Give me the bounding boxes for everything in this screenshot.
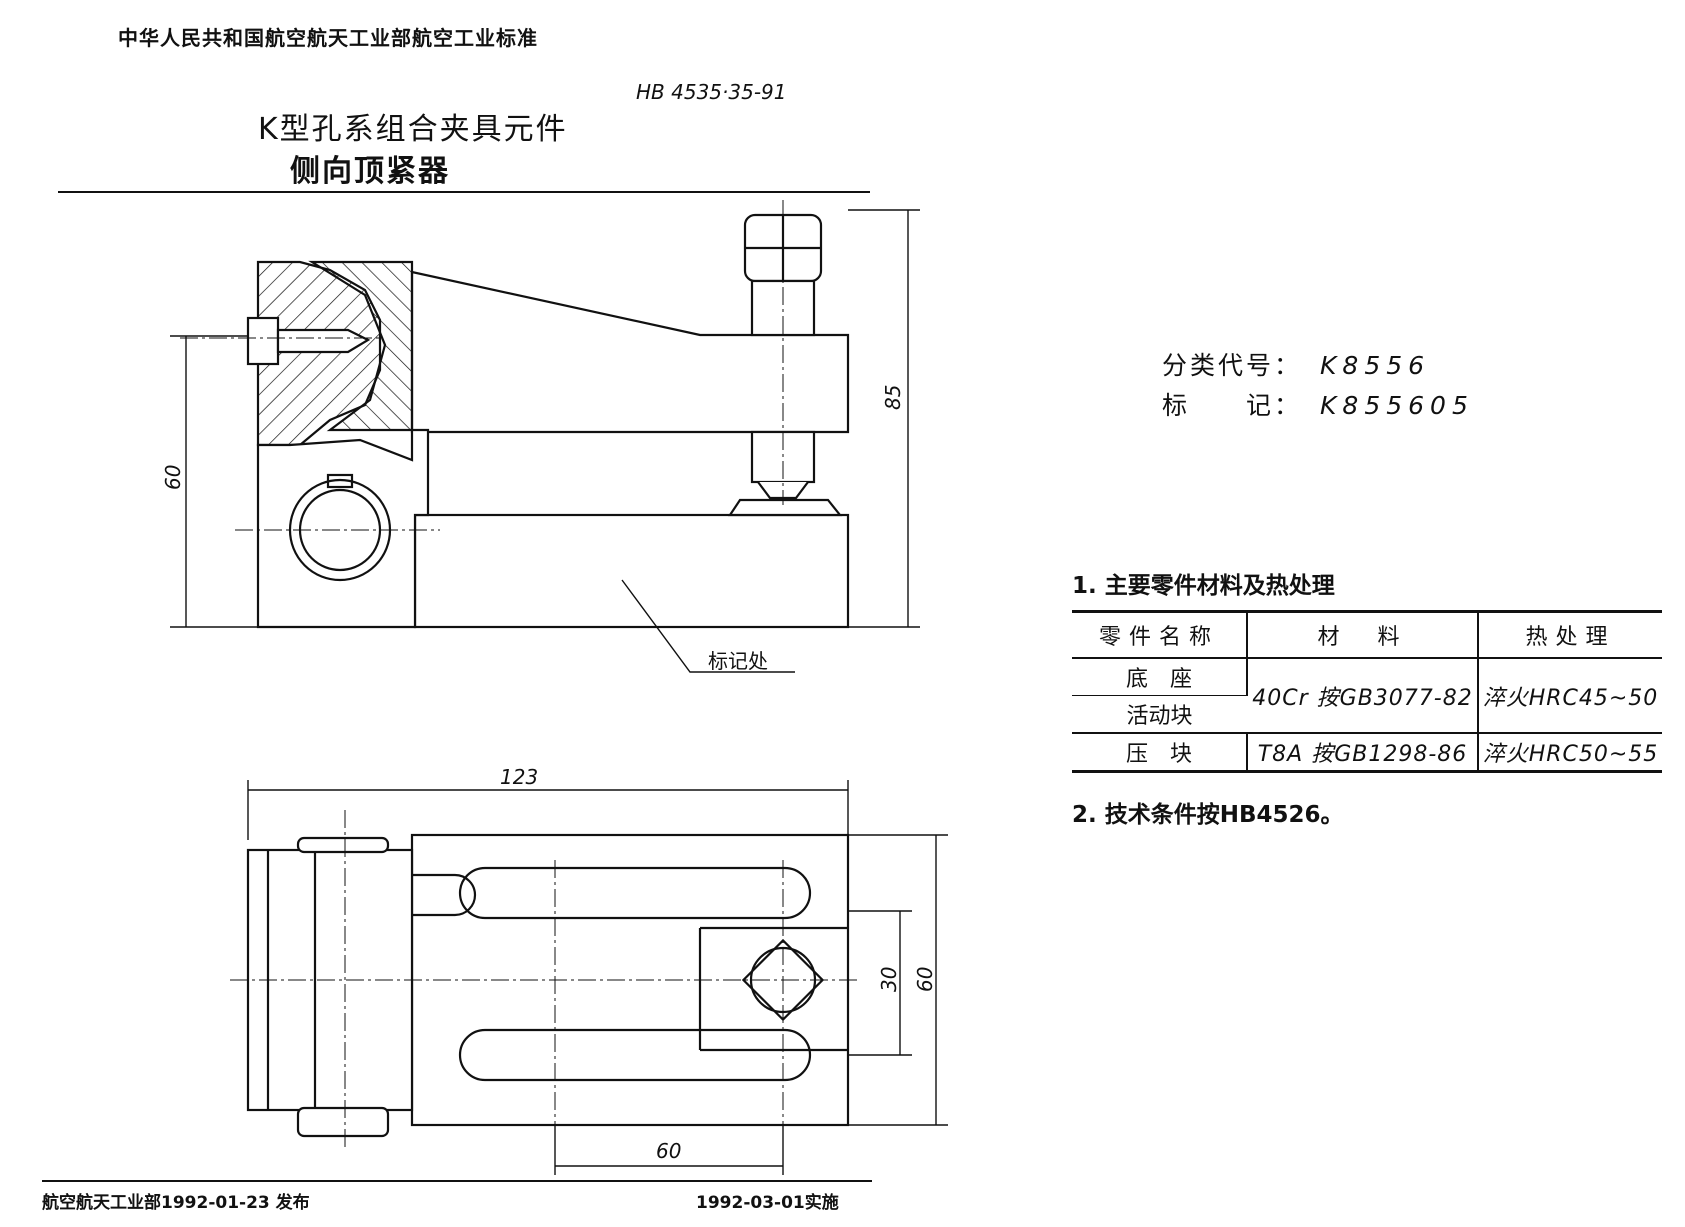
header-part-name: 零件名称 [1072, 610, 1248, 659]
document-title: K型孔系组合夹具元件 [258, 112, 568, 147]
marking-label: 标 记： [1162, 391, 1303, 420]
upper-slot-oval [458, 866, 812, 920]
dim-60-plan-bottom: 60 [656, 1139, 681, 1163]
upper-slot [412, 873, 477, 917]
materials-table: 零件名称 材 料 热处理 底 座 40Cr 按GB3077-82 淬火HRC45… [1072, 610, 1662, 773]
elevation-view [180, 200, 850, 673]
header-heat-treatment: 热处理 [1478, 610, 1662, 659]
title-rule [58, 191, 870, 193]
set-screw-shank [276, 328, 371, 354]
set-screw-head [246, 316, 280, 366]
footer-rule [42, 1180, 872, 1182]
hatched-body-right [308, 260, 414, 432]
base-block [413, 513, 850, 629]
dim-85: 85 [881, 385, 905, 410]
plan-top-pin [296, 836, 390, 854]
marking-row: 标 记： K855605 [1162, 386, 1474, 422]
note-technical-conditions: 2. 技术条件按HB4526。 [1072, 802, 1344, 828]
dim-123: 123 [500, 765, 538, 789]
header-material: 材 料 [1247, 610, 1479, 659]
retaining-clip [326, 473, 354, 489]
part-movable-block: 活动块 [1126, 704, 1193, 729]
plan-bottom-pin [296, 1106, 390, 1138]
table-row: 活动块 [1072, 696, 1662, 734]
issue-date: 航空航天工业部1992-01-23 发布 [42, 1193, 310, 1213]
classification-code-value: K8556 [1320, 351, 1431, 380]
plan-view [230, 810, 860, 1170]
marking-value: K855605 [1320, 391, 1474, 420]
table-row: 底 座 40Cr 按GB3077-82 淬火HRC45~50 [1072, 658, 1662, 733]
part-pressure-block: 压 块 [1072, 732, 1248, 773]
dim-60-plan-right: 60 [913, 967, 937, 992]
treatment-hrc45-50: 淬火HRC45~50 [1482, 685, 1659, 711]
mark-callout: 标记处 [708, 649, 768, 673]
plan-dimensions [247, 780, 948, 1175]
dim-60-side: 60 [161, 465, 185, 490]
dim-30: 30 [877, 967, 901, 992]
treatment-hrc50-55: 淬火HRC50~55 [1478, 732, 1662, 773]
table-row: 压 块 T8A 按GB1298-86 淬火HRC50~55 [1072, 732, 1662, 773]
issuing-organization: 中华人民共和国航空航天工业部航空工业标准 [118, 26, 538, 50]
material-40cr: 40Cr 按GB3077-82 [1247, 658, 1479, 733]
table-header-row: 零件名称 材 料 热处理 [1072, 610, 1662, 659]
elevation-dimensions [170, 209, 920, 628]
part-base: 底 座 [1072, 658, 1248, 696]
effective-date: 1992-03-01实施 [696, 1193, 839, 1213]
document-subtitle: 侧向顶紧器 [290, 154, 450, 189]
material-t8a: T8A 按GB1298-86 [1247, 732, 1479, 773]
classification-code-label: 分类代号： [1162, 351, 1303, 380]
classification-code-row: 分类代号： K8556 [1162, 346, 1430, 382]
lower-slot-oval [458, 1028, 812, 1082]
pressure-pad [727, 498, 843, 517]
note-materials-heading: 1. 主要零件材料及热处理 [1072, 573, 1335, 599]
standard-number: HB 4535·35-91 [636, 80, 787, 104]
